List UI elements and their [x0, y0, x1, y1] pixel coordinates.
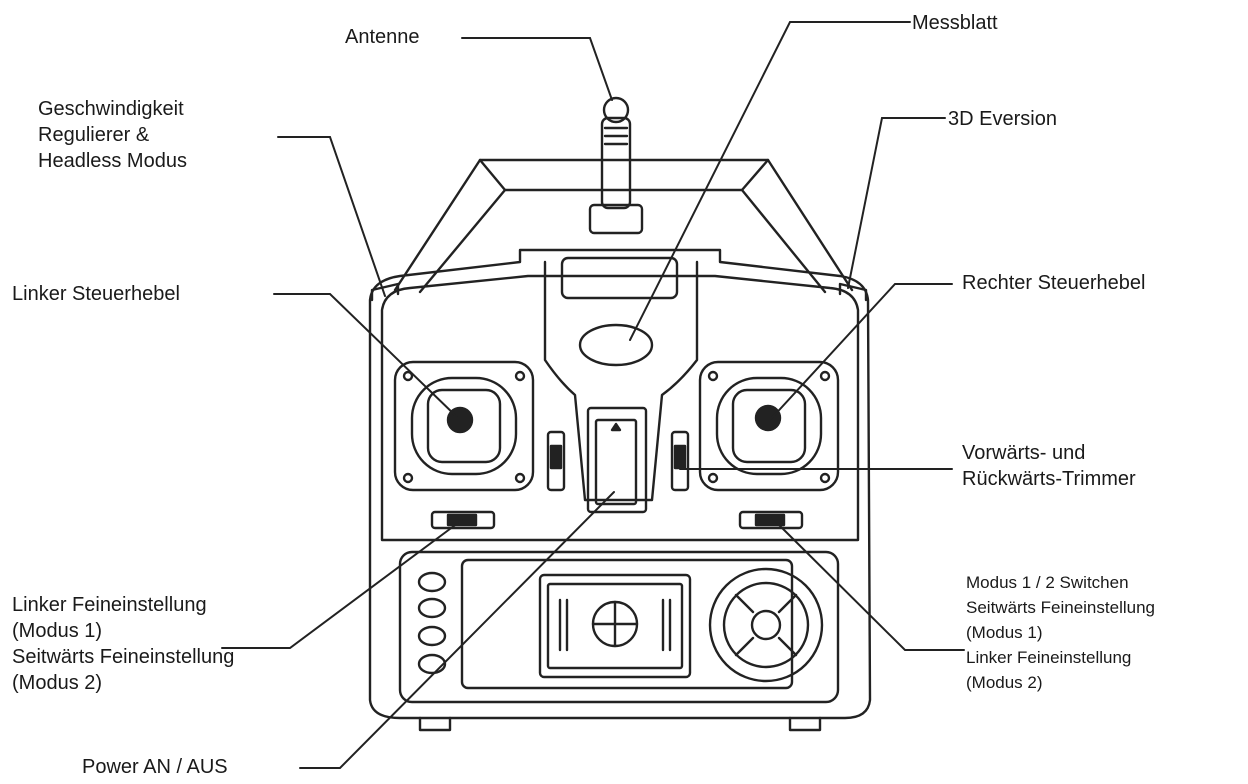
label-line: (Modus 1)	[12, 620, 103, 642]
label-line: Rückwärts-Trimmer	[962, 468, 1136, 490]
right-vertical-trimmer	[670, 430, 690, 492]
leader-modus-switchen	[771, 517, 965, 651]
label-linker-steuerhebel: Linker Steuerhebel	[12, 281, 180, 307]
label-power: Power AN / AUS	[82, 754, 228, 780]
button-2	[417, 597, 447, 619]
power-switch	[586, 406, 648, 514]
label-rechter-steuerhebel: Rechter Steuerhebel	[962, 270, 1145, 296]
antenna-rod	[600, 116, 632, 210]
button-3	[417, 625, 447, 647]
label-linker-feineinstellung: Linker Feineinstellung (Modus 1) Seitwär…	[12, 592, 234, 696]
d-pad	[708, 567, 824, 683]
label-line: Messblatt	[912, 12, 998, 34]
label-line: Power AN / AUS	[82, 756, 228, 778]
label-line: Vorwärts- und	[962, 442, 1086, 464]
antenna-base	[588, 203, 644, 235]
leader-geschwindigkeit	[277, 136, 386, 297]
label-line: (Modus 2)	[966, 673, 1043, 692]
label-line: Geschwindigkeit	[38, 98, 184, 120]
label-line: Linker Feineinstellung	[12, 594, 207, 616]
label-line: Modus 1 / 2 Switchen	[966, 573, 1129, 592]
label-line: Linker Steuerhebel	[12, 283, 180, 305]
left-horizontal-trimmer	[430, 510, 496, 530]
label-antenne: Antenne	[345, 24, 420, 50]
leader-linker-feineinstellung	[221, 519, 463, 649]
label-line: (Modus 2)	[12, 672, 103, 694]
label-line: (Modus 1)	[966, 623, 1043, 642]
remote-body	[368, 248, 872, 720]
label-line: Regulierer &	[38, 124, 150, 146]
left-vertical-trimmer	[546, 430, 566, 492]
right-stick-knob	[754, 404, 782, 432]
label-line: Seitwärts Feineinstellung	[966, 598, 1155, 617]
leader-messblatt	[629, 21, 911, 341]
leader-eversion	[847, 117, 946, 289]
label-line: Linker Feineinstellung	[966, 648, 1132, 667]
lower-panel	[398, 550, 840, 704]
label-line: 3D Eversion	[948, 108, 1057, 130]
leader-power	[299, 491, 615, 769]
label-geschwindigkeit: Geschwindigkeit Regulierer & Headless Mo…	[38, 96, 187, 174]
lcd-screen	[538, 573, 692, 679]
left-stick-housing	[393, 360, 535, 492]
gauge	[578, 323, 654, 367]
label-line: Headless Modus	[38, 150, 187, 172]
label-eversion: 3D Eversion	[948, 106, 1057, 132]
label-line: Antenne	[345, 26, 420, 48]
leader-rechter-steuerhebel	[769, 283, 953, 421]
label-messblatt: Messblatt	[912, 10, 998, 36]
button-1	[417, 571, 447, 593]
label-trimmer: Vorwärts- und Rückwärts-Trimmer	[962, 440, 1136, 492]
label-line: Rechter Steuerhebel	[962, 272, 1146, 294]
right-stick-housing	[698, 360, 840, 492]
label-line: Seitwärts Feineinstellung	[12, 646, 235, 668]
button-4	[417, 653, 447, 675]
leader-antenne	[461, 37, 613, 101]
carry-handle	[393, 158, 854, 294]
right-horizontal-trimmer	[738, 510, 804, 530]
leader-linker-steuerhebel	[273, 293, 459, 419]
label-modus-switchen: Modus 1 / 2 Switchen Seitwärts Feineinst…	[966, 570, 1155, 695]
